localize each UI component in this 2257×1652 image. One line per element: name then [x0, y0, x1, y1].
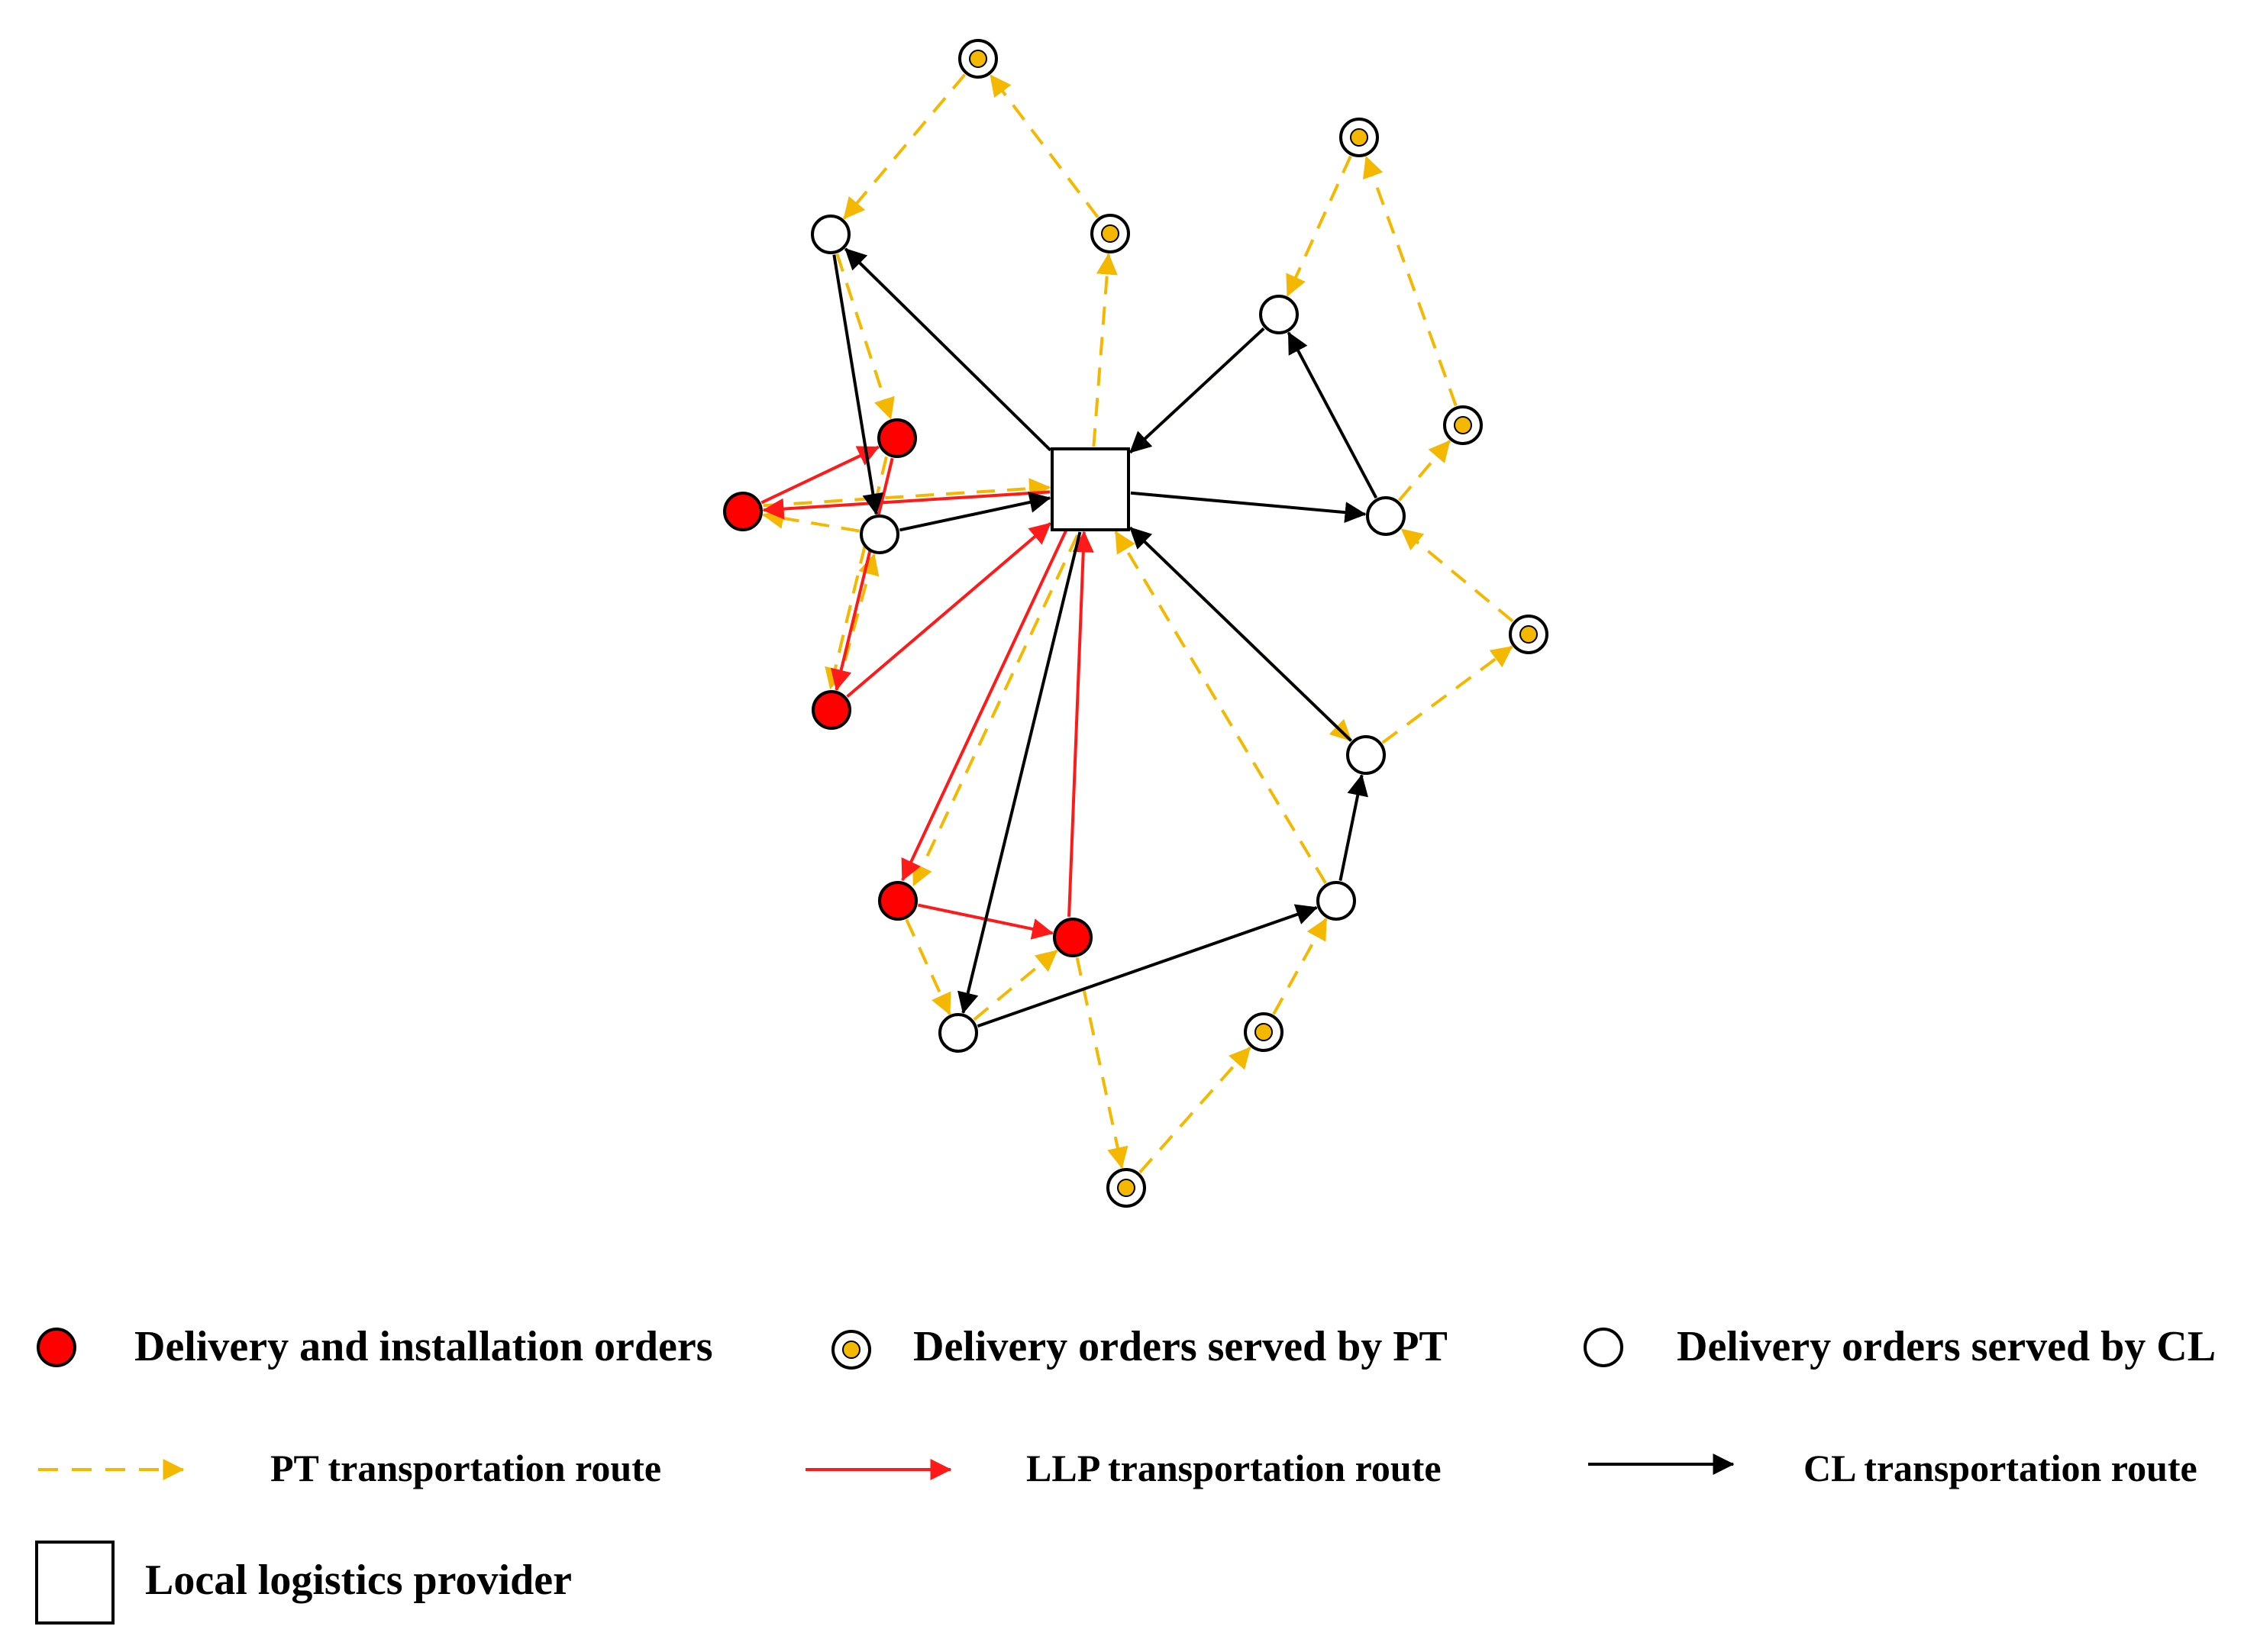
pt-route-edge-R3-to-B	[835, 553, 880, 691]
legend-depot-symbol	[35, 1541, 115, 1625]
legend-pt-order-label: Delivery orders served by PT	[913, 1323, 1448, 1370]
legend-install-order-label: Delivery and installation orders	[134, 1323, 713, 1370]
pt-route-edge-P1-to-A	[842, 73, 967, 220]
pt-route-edge-R4-to-G	[905, 918, 951, 1015]
pt-route-edge-P3-to-C	[1286, 155, 1352, 297]
pt-route-edge-R1-to-depot	[763, 478, 1051, 508]
pt-route-edge-P7-to-P6	[1138, 1046, 1251, 1174]
pt-order-node-center-P6	[1254, 1023, 1273, 1041]
installation-order-node-R3	[812, 690, 851, 730]
cl-route-edge-E-to-depot	[1128, 526, 1352, 742]
pt-route-edge-P5-to-D	[1400, 528, 1514, 623]
cl-order-node-G	[938, 1013, 978, 1053]
legend-install-order-symbol	[37, 1328, 76, 1367]
pt-route-edge-R5-to-P7	[1075, 957, 1128, 1169]
llp-route-edge-R2-to-R3	[830, 457, 894, 692]
pt-route-edge-depot-to-R4	[912, 534, 1079, 887]
order-nodes	[723, 39, 1548, 1208]
installation-order-node-R5	[1053, 918, 1093, 957]
pt-order-node-center-P3	[1350, 128, 1368, 147]
llp-route-edge-R3-to-depot	[846, 522, 1052, 699]
installation-order-node-R2	[877, 418, 917, 458]
cl-route-edges	[832, 247, 1378, 1028]
legend: Delivery and installation orders Deliver…	[35, 1323, 2216, 1625]
local-logistics-provider-depot	[1051, 447, 1130, 531]
pt-route-edge-P4-to-P3	[1363, 156, 1458, 407]
legend-cl-order-symbol	[1584, 1328, 1623, 1367]
cl-route-edge-depot-to-D	[1130, 491, 1367, 524]
pt-route-edges	[762, 73, 1514, 1174]
pt-order-node-center-P5	[1519, 625, 1538, 644]
pt-route-edge-F-to-depot	[1114, 531, 1327, 884]
cl-route-edge-A-to-B	[832, 254, 884, 515]
pt-route-edge-E-to-P5	[1381, 645, 1513, 744]
llp-route-edge-depot-to-R4	[901, 529, 1068, 882]
legend-depot-label: Local logistics provider	[145, 1557, 572, 1604]
pt-route-edge-P6-to-F	[1272, 918, 1328, 1015]
legend-llp-route-label: LLP transportation route	[1026, 1447, 1442, 1489]
cl-order-node-E	[1346, 735, 1386, 775]
legend-cl-route-label: CL transportation route	[1803, 1447, 2197, 1489]
pt-route-edge-G-to-R5	[973, 949, 1058, 1021]
llp-route-edges	[760, 445, 1094, 940]
legend-pt-route-label: PT transportation route	[270, 1447, 661, 1489]
pt-order-node-center-P4	[1454, 416, 1472, 434]
pt-route-edge-depot-to-P2	[1092, 253, 1118, 447]
cl-order-node-F	[1316, 881, 1356, 921]
pt-route-edge-A-to-R2	[835, 253, 895, 420]
pt-route-edge-P2-to-P1	[989, 74, 1099, 218]
cl-route-edge-depot-to-A	[844, 247, 1052, 452]
pt-route-edge-D-to-P4	[1397, 440, 1451, 502]
pt-route-edge-B-to-R1	[762, 508, 860, 533]
cl-route-edge-B-to-depot	[899, 492, 1051, 532]
cl-route-edge-depot-to-G	[957, 531, 1082, 1015]
cl-route-edge-G-to-F	[977, 904, 1318, 1028]
pt-route-edge-R2-to-R3	[825, 456, 888, 690]
cl-order-node-D	[1366, 496, 1406, 536]
legend-cl-order-label: Delivery orders served by CL	[1677, 1323, 2216, 1370]
llp-route-edge-depot-to-R1	[762, 490, 1051, 520]
cl-route-edge-C-to-depot	[1128, 327, 1265, 454]
cl-route-edge-F-to-E	[1338, 774, 1368, 881]
legend-pt-order-symbol	[831, 1330, 871, 1370]
llp-route-edge-R1-to-R2	[760, 445, 880, 505]
pt-order-node-center-P2	[1101, 224, 1119, 243]
pt-order-node-center-P1	[969, 50, 987, 68]
cl-route-edge-D-to-C	[1287, 331, 1378, 499]
llp-route-edge-R5-to-depot	[1067, 531, 1094, 917]
cl-order-node-B	[860, 515, 899, 554]
cl-order-node-C	[1259, 295, 1299, 334]
installation-order-node-R1	[723, 492, 763, 531]
installation-order-node-R4	[878, 881, 918, 921]
pt-order-node-center-P7	[1117, 1179, 1135, 1197]
cl-order-node-A	[811, 215, 851, 254]
